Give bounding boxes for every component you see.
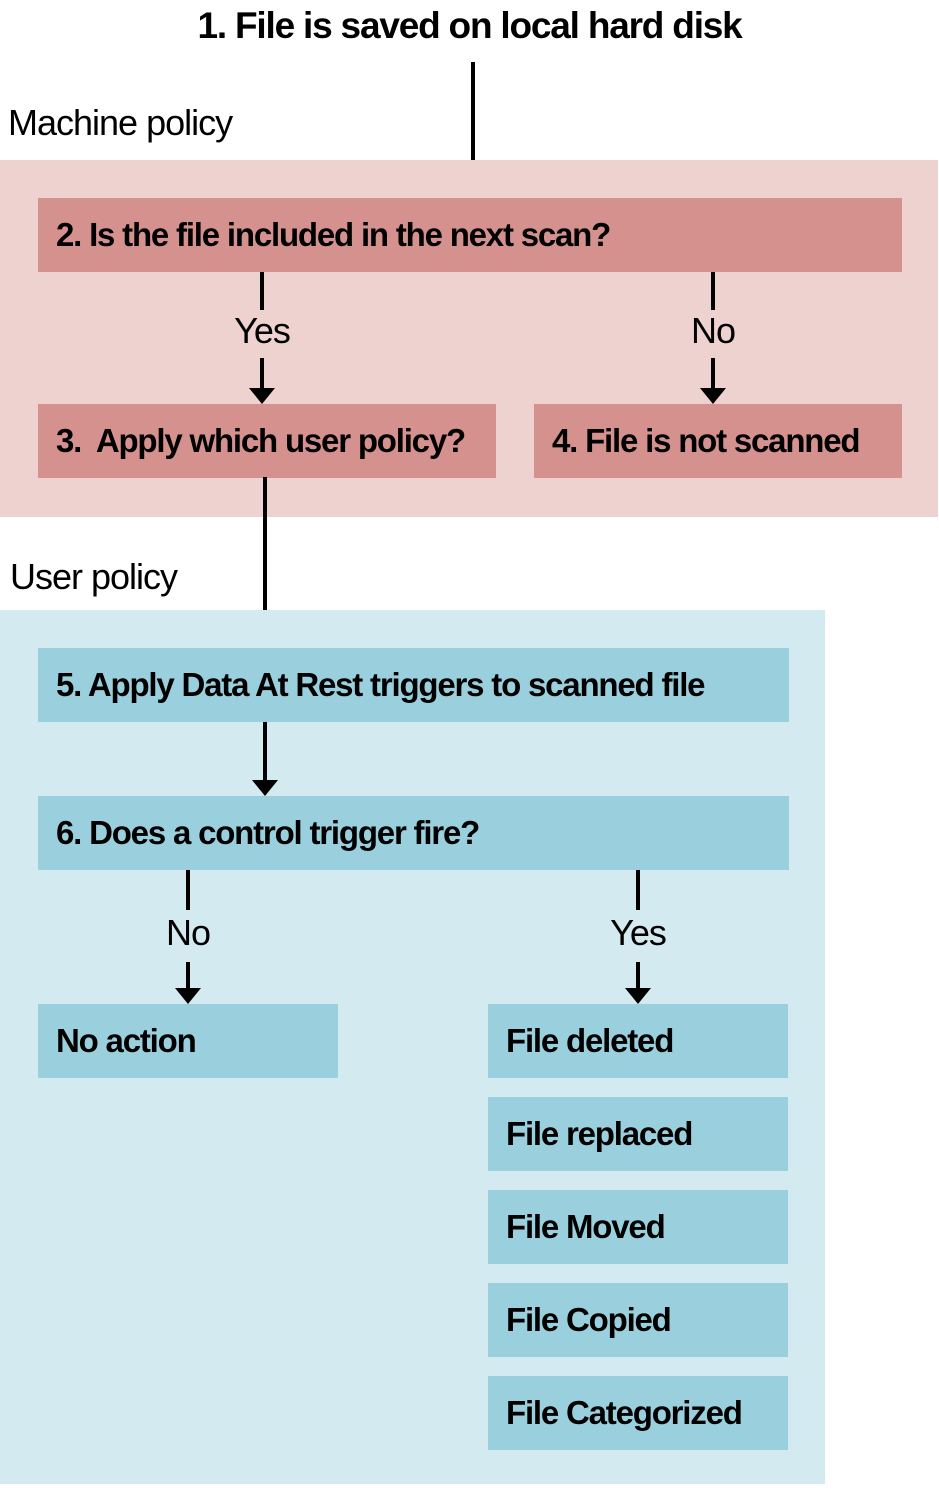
outcome-file-deleted-box: File deleted xyxy=(488,1004,788,1078)
branch-no-label-machine: No xyxy=(690,310,736,351)
arrow-shaft xyxy=(636,962,640,988)
outcome-label: File Moved xyxy=(506,1208,666,1245)
arrow-shaft xyxy=(263,722,267,780)
arrow-shaft xyxy=(471,62,475,182)
user-policy-label: User policy xyxy=(10,556,178,597)
outcome-file-moved-box: File Moved xyxy=(488,1190,788,1264)
step1-title: 1. File is saved on local hard disk xyxy=(197,5,742,46)
arrow-head-icon xyxy=(249,388,275,404)
arrow-head-icon xyxy=(700,388,726,404)
arrow-triggers-to-control-question xyxy=(252,722,278,796)
outcome-file-replaced-box: File replaced xyxy=(488,1097,788,1171)
outcome-label: File replaced xyxy=(506,1115,693,1152)
file-not-scanned-box: 4. File is not scanned xyxy=(534,404,902,478)
branch-line-no-user xyxy=(186,870,190,910)
file-not-scanned-label: 4. File is not scanned xyxy=(552,422,861,459)
arrow-shaft xyxy=(263,477,267,632)
apply-user-policy-label: 3. Apply which user policy? xyxy=(56,422,466,459)
apply-user-policy-box: 3. Apply which user policy? xyxy=(38,404,496,478)
arrow-yes-to-file-deleted xyxy=(625,962,651,1004)
scan-question-label: 2. Is the file included in the next scan… xyxy=(56,216,611,253)
branch-line-yes-machine xyxy=(260,272,264,310)
arrow-head-icon xyxy=(175,988,201,1004)
machine-policy-label: Machine policy xyxy=(8,102,233,143)
arrow-shaft xyxy=(711,358,715,388)
apply-triggers-box: 5. Apply Data At Rest triggers to scanne… xyxy=(38,648,789,722)
no-action-box: No action xyxy=(38,1004,338,1078)
outcome-label: File Copied xyxy=(506,1301,672,1338)
arrow-head-icon xyxy=(625,988,651,1004)
no-action-label: No action xyxy=(56,1022,197,1059)
arrow-yes-to-apply-policy xyxy=(249,358,275,404)
outcome-file-categorized-box: File Categorized xyxy=(488,1376,788,1450)
scan-question-box: 2. Is the file included in the next scan… xyxy=(38,198,902,272)
control-trigger-question-box: 6. Does a control trigger fire? xyxy=(38,796,789,870)
branch-yes-label-machine: Yes xyxy=(234,310,291,351)
branch-yes-label-user: Yes xyxy=(610,912,667,953)
arrow-head-icon xyxy=(252,780,278,796)
arrow-shaft xyxy=(186,962,190,988)
arrow-no-to-not-scanned xyxy=(700,358,726,404)
outcome-file-copied-box: File Copied xyxy=(488,1283,788,1357)
branch-line-yes-user xyxy=(636,870,640,910)
outcome-label: File deleted xyxy=(506,1022,674,1059)
control-trigger-question-label: 6. Does a control trigger fire? xyxy=(56,814,480,851)
apply-triggers-label: 5. Apply Data At Rest triggers to scanne… xyxy=(56,666,706,703)
branch-no-label-user: No xyxy=(165,912,211,953)
arrow-no-to-no-action xyxy=(175,962,201,1004)
branch-line-no-machine xyxy=(711,272,715,310)
arrow-shaft xyxy=(260,358,264,388)
outcome-label: File Categorized xyxy=(506,1394,743,1431)
